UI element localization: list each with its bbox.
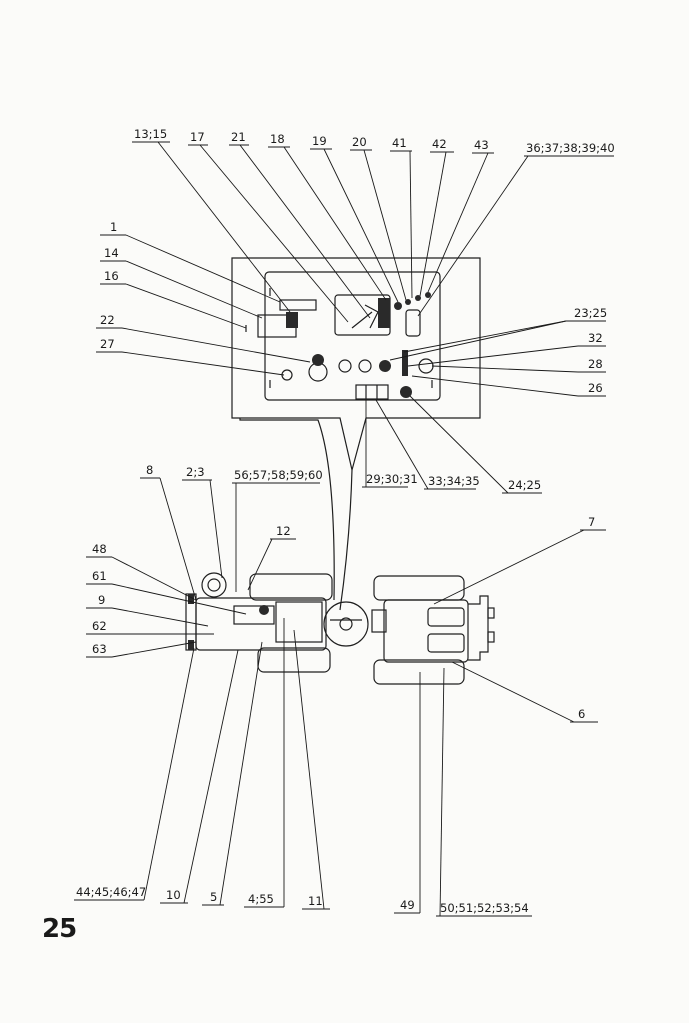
- callout-20: 20: [352, 135, 367, 149]
- callout-36-40: 36;37;38;39;40: [526, 141, 615, 155]
- callout-17: 17: [190, 130, 205, 144]
- leader-lines: [111, 141, 585, 917]
- callout-10: 10: [166, 888, 181, 902]
- callout-labels: 13;15 17 21 18 19 20 41 42 43 36;37;38;3…: [74, 127, 615, 917]
- callout-50-54: 50;51;52;53;54: [440, 901, 529, 915]
- callout-1: 1: [110, 220, 117, 234]
- callout-63: 63: [92, 642, 107, 656]
- callout-11: 11: [308, 894, 323, 908]
- callout-8: 8: [146, 463, 153, 477]
- callout-2-3: 2;3: [186, 465, 205, 479]
- callout-7: 7: [588, 515, 595, 529]
- callout-24-25: 24;25: [508, 478, 541, 492]
- callout-32: 32: [588, 331, 603, 345]
- callout-62: 62: [92, 619, 107, 633]
- callout-14: 14: [104, 246, 119, 260]
- callout-9: 9: [98, 593, 105, 607]
- callout-16: 16: [104, 269, 119, 283]
- callout-33-35: 33;34;35: [428, 474, 480, 488]
- tractor-top-view: [185, 572, 495, 685]
- callout-49: 49: [400, 898, 415, 912]
- callout-13-15: 13;15: [134, 127, 167, 141]
- callout-41: 41: [392, 136, 407, 150]
- callout-5: 5: [210, 890, 217, 904]
- callout-12: 12: [276, 524, 291, 538]
- callout-22: 22: [100, 313, 115, 327]
- callout-28: 28: [588, 357, 603, 371]
- callout-42: 42: [432, 137, 447, 151]
- callout-48: 48: [92, 542, 107, 556]
- callout-44-47: 44;45;46;47: [76, 885, 146, 899]
- callout-18: 18: [270, 132, 285, 146]
- callout-21: 21: [231, 130, 246, 144]
- page-number: 25: [42, 914, 77, 944]
- callout-43: 43: [474, 138, 489, 152]
- callout-56-60: 56;57;58;59;60: [234, 468, 323, 482]
- callout-19: 19: [312, 134, 327, 148]
- callout-6: 6: [578, 707, 585, 721]
- callout-26: 26: [588, 381, 603, 395]
- instrument-panel-detail: [231, 257, 481, 611]
- callout-23-25: 23;25: [574, 306, 607, 320]
- callout-29-31: 29;30;31: [366, 472, 418, 486]
- callout-27: 27: [100, 337, 115, 351]
- callout-4-55: 4;55: [248, 892, 274, 906]
- callout-61: 61: [92, 569, 107, 583]
